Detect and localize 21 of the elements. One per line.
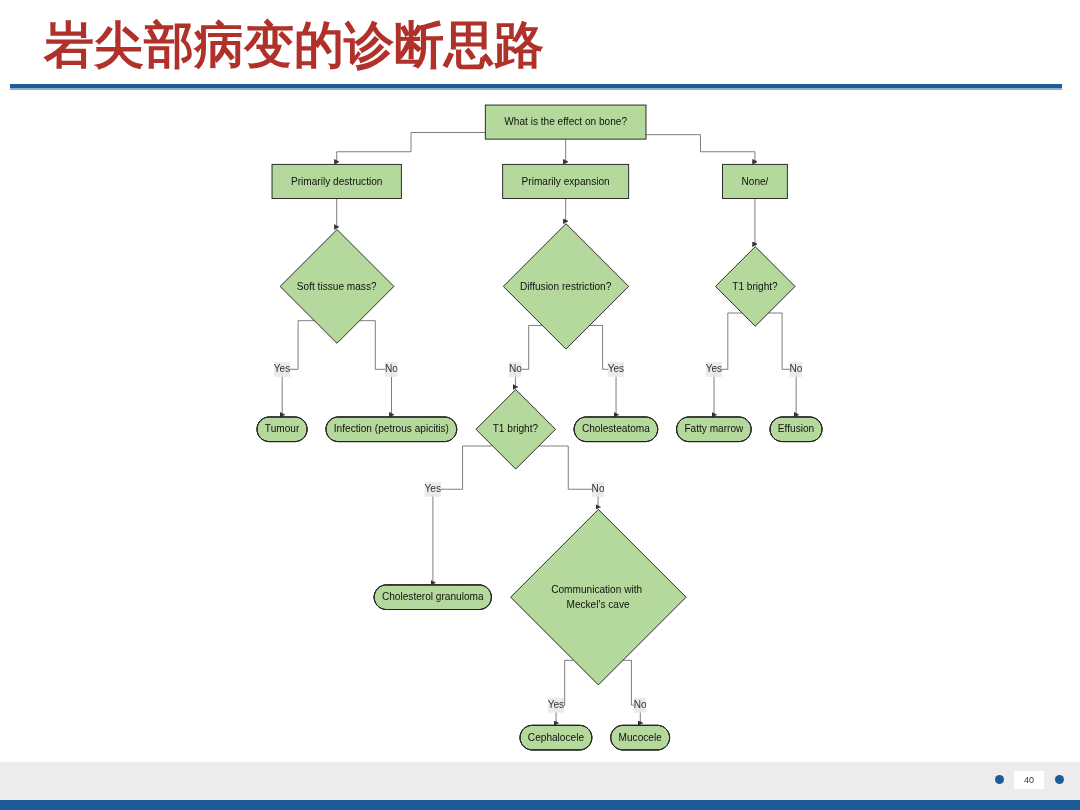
edge-label: No	[634, 699, 648, 711]
edge-label: Yes	[706, 363, 723, 375]
node-box: None/	[722, 163, 789, 199]
edge-label: Yes	[608, 363, 625, 375]
edge-label: No	[592, 483, 605, 495]
node-diamond: Communication with Meckel's cave	[510, 509, 688, 686]
slide-title: 岩尖部病变的诊断思路	[44, 15, 544, 76]
edge-label: No	[385, 363, 399, 375]
edge-label: No	[509, 363, 523, 375]
node-box: Primarily expansion	[502, 163, 630, 199]
node-box: What is the effect on bone?	[485, 104, 647, 140]
node-diamond: Soft tissue mass?	[280, 229, 395, 344]
node-diamond: Diffusion restriction?	[503, 223, 630, 350]
node-diamond: T1 bright?	[715, 246, 796, 327]
node-diamond: T1 bright?	[475, 389, 557, 470]
edge-label: Yes	[548, 699, 565, 711]
edge-label: Yes	[425, 483, 442, 495]
node-box: Primarily destruction	[272, 163, 403, 199]
page-number: 40	[1014, 771, 1044, 789]
edge-label: No	[790, 363, 803, 375]
edge-label: Yes	[274, 363, 291, 375]
